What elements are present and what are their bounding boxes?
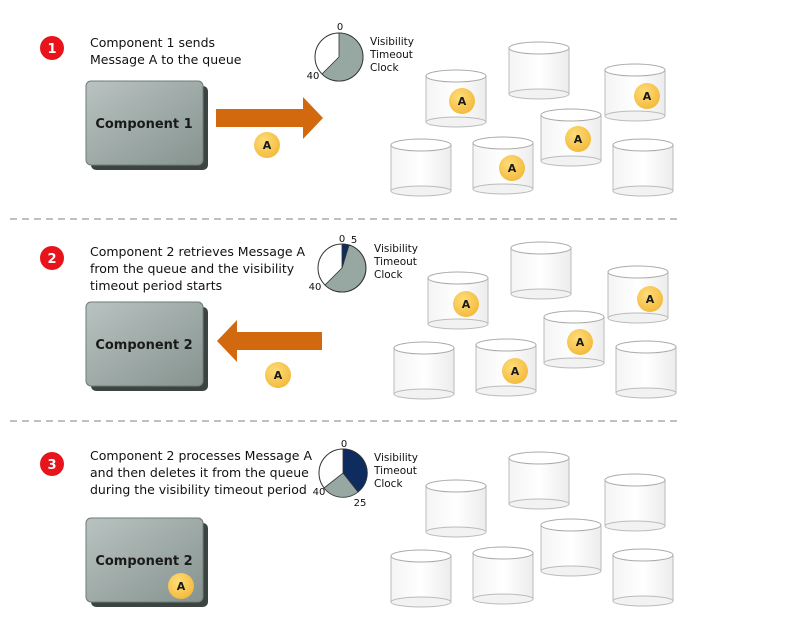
queue-cylinder (390, 138, 452, 197)
component-box: Component 1 (85, 80, 208, 170)
message-token: A (168, 573, 194, 599)
queue-cylinder (612, 548, 674, 607)
visibility-timeout-clock: 0 40 (307, 22, 364, 82)
queue-cylinder (604, 473, 666, 532)
queue-cylinder (543, 310, 605, 369)
message-token: A (265, 362, 291, 388)
visibility-label: Visibility (374, 452, 418, 464)
clock-tick-label: 40 (307, 71, 320, 82)
svg-text:A: A (458, 95, 467, 108)
svg-text:A: A (576, 336, 585, 349)
queue-cylinder (510, 241, 572, 300)
queue-cylinder (508, 451, 570, 510)
visibility-label: Clock (374, 478, 403, 490)
clock-tick-label: 40 (309, 282, 322, 293)
queue-servers: A A A A (390, 41, 674, 197)
queue-cylinder (472, 546, 534, 605)
component-box: Component 2 A (85, 517, 208, 607)
message-token: A (567, 329, 593, 355)
message-token: A (254, 132, 280, 158)
step-number-badge: 2 (40, 246, 64, 270)
message-token: A (634, 83, 660, 109)
step-description: from the queue and the visibility (90, 261, 295, 276)
queue-cylinder (615, 340, 677, 399)
arrow-right-icon (216, 97, 323, 139)
svg-text:A: A (643, 90, 652, 103)
queue-cylinder (612, 138, 674, 197)
svg-text:A: A (274, 369, 283, 382)
queue-cylinder (508, 41, 570, 100)
step-number-badge: 3 (40, 452, 64, 476)
arrow-left-icon (217, 320, 322, 362)
svg-text:A: A (462, 298, 471, 311)
visibility-label: Timeout (373, 465, 417, 477)
step-description: Component 1 sends (90, 35, 215, 50)
step-description: Component 2 processes Message A (90, 448, 312, 463)
step-description: timeout period starts (90, 278, 222, 293)
visibility-label: Timeout (373, 256, 417, 268)
visibility-label: Timeout (369, 49, 413, 61)
visibility-timeout-clock: 0 5 40 (309, 234, 367, 293)
visibility-label: Visibility (374, 243, 418, 255)
svg-text:A: A (177, 580, 186, 593)
step-1: 1 Component 1 sends Message A to the que… (40, 22, 674, 197)
visibility-timeout-clock: 0 40 25 (313, 439, 368, 509)
component-label: Component 2 (95, 338, 192, 353)
svg-text:A: A (511, 365, 520, 378)
svg-text:A: A (508, 162, 517, 175)
svg-text:2: 2 (47, 252, 56, 267)
visibility-label: Visibility (370, 36, 414, 48)
component-label: Component 2 (95, 554, 192, 569)
message-token: A (565, 126, 591, 152)
message-token: A (637, 286, 663, 312)
svg-text:A: A (263, 139, 272, 152)
step-description: during the visibility timeout period (90, 482, 307, 497)
clock-tick-label: 0 (341, 439, 347, 450)
svg-text:A: A (574, 133, 583, 146)
clock-tick-label: 0 (339, 234, 345, 245)
message-token: A (453, 291, 479, 317)
queue-cylinder (425, 479, 487, 538)
queue-cylinder (393, 341, 455, 400)
clock-tick-label: 25 (354, 498, 367, 509)
visibility-label: Clock (374, 269, 403, 281)
svg-text:1: 1 (47, 42, 56, 57)
step-description: Message A to the queue (90, 52, 242, 67)
step-number-badge: 1 (40, 36, 64, 60)
queue-servers: A A A A (393, 241, 677, 400)
message-token: A (449, 88, 475, 114)
svg-text:3: 3 (47, 458, 56, 473)
message-token: A (502, 358, 528, 384)
clock-tick-label: 40 (313, 487, 326, 498)
queue-cylinder (390, 549, 452, 608)
visibility-label: Clock (370, 62, 399, 74)
step-description: Component 2 retrieves Message A (90, 244, 306, 259)
queue-cylinder (540, 518, 602, 577)
step-3: 3 Component 2 processes Message A and th… (40, 439, 674, 608)
message-token: A (499, 155, 525, 181)
component-label: Component 1 (95, 117, 192, 132)
component-box: Component 2 (85, 301, 208, 391)
clock-tick-label: 5 (351, 235, 357, 246)
queue-servers (390, 451, 674, 608)
queue-cylinder (425, 69, 487, 128)
clock-tick-label: 0 (337, 22, 343, 33)
step-description: and then deletes it from the queue (90, 465, 309, 480)
svg-text:A: A (646, 293, 655, 306)
step-2: 2 Component 2 retrieves Message A from t… (40, 234, 677, 400)
